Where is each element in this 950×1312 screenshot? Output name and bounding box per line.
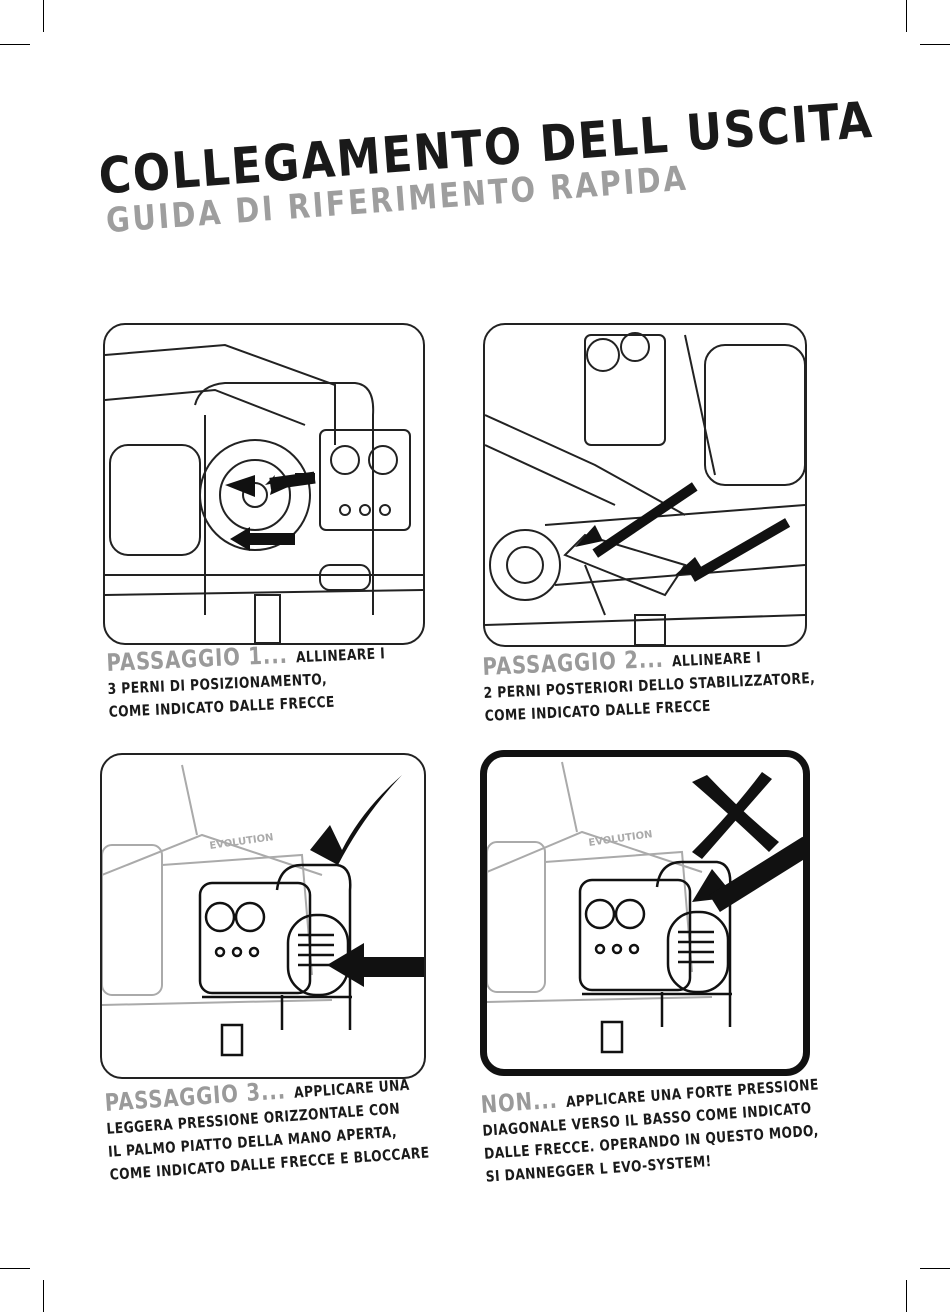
step-1-caption: PASSAGGIO 1... ALLINEARE I 3 PERNI DI PO… xyxy=(106,637,449,724)
crop-mark xyxy=(0,1268,30,1269)
title-block: COLLEGAMENTO DELL USCITA GUIDA DI RIFERI… xyxy=(92,56,876,250)
wrong-method-illustration: EVOLUTION xyxy=(480,750,810,1076)
stabilizer-detail-drawing xyxy=(485,332,805,645)
cross-mark-icon xyxy=(692,772,779,859)
check-mark-icon xyxy=(310,775,402,865)
step-2-illustration xyxy=(483,323,807,647)
crop-mark xyxy=(906,0,907,32)
generator-detail-drawing xyxy=(105,343,423,643)
correct-pressure-drawing: EVOLUTION xyxy=(102,764,424,1057)
arrow-icon xyxy=(327,943,424,987)
crop-mark xyxy=(920,1268,950,1269)
arrow-icon xyxy=(225,471,316,551)
step-1-illustration xyxy=(103,323,425,645)
wrong-method-label: NON... xyxy=(479,1085,559,1119)
step-3-illustration: EVOLUTION xyxy=(100,753,426,1079)
crop-mark xyxy=(0,44,30,45)
arrow-icon xyxy=(692,836,803,912)
crop-mark xyxy=(43,1280,44,1312)
crop-mark xyxy=(43,0,44,32)
brand-logo: EVOLUTION xyxy=(588,829,653,849)
step-2-caption: PASSAGGIO 2... ALLINEARE I 2 PERNI POSTE… xyxy=(482,638,889,728)
wrong-method-caption: NON... APPLICARE UNA FORTE PRESSIONE DIA… xyxy=(480,1065,898,1189)
incorrect-pressure-drawing: EVOLUTION xyxy=(487,761,803,1054)
crop-mark xyxy=(906,1280,907,1312)
arrow-icon xyxy=(575,482,791,582)
step-3-caption: PASSAGGIO 3... APPLICARE UNA LEGGERA PRE… xyxy=(104,1065,500,1187)
crop-mark xyxy=(920,44,950,45)
